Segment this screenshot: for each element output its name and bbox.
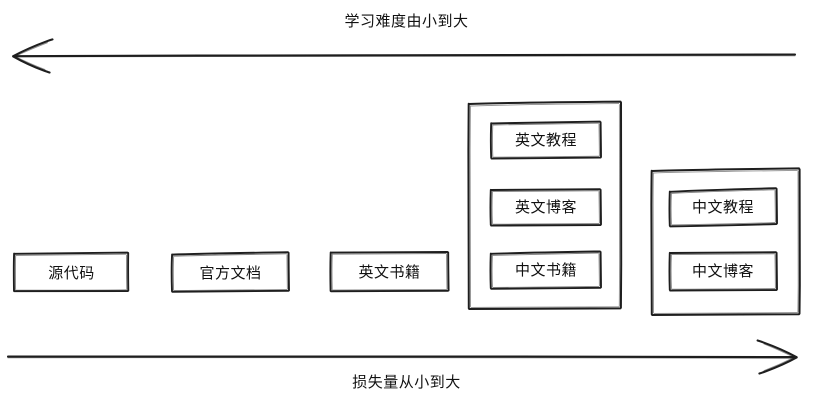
bottom-axis-label: 损失量从小到大 — [352, 373, 461, 391]
node-chinese-blog[interactable]: 中文博客 — [691, 262, 754, 280]
node-english-tutorial[interactable]: 英文教程 — [514, 131, 577, 149]
arrow-right-icon — [6, 339, 798, 375]
node-chinese-books[interactable]: 中文书籍 — [514, 261, 577, 279]
node-english-books[interactable]: 英文书籍 — [358, 262, 421, 281]
node-english-blog[interactable]: 英文博客 — [514, 198, 577, 216]
top-axis-label: 学习难度由小到大 — [344, 12, 469, 30]
group-container-1-hit[interactable] — [468, 102, 622, 310]
group-container-2-hit[interactable] — [651, 168, 801, 316]
node-source-code[interactable]: 源代码 — [48, 263, 95, 282]
node-official-docs[interactable]: 官方文档 — [199, 263, 262, 282]
arrow-left-icon — [12, 38, 797, 74]
node-chinese-tutorial[interactable]: 中文教程 — [691, 198, 754, 216]
